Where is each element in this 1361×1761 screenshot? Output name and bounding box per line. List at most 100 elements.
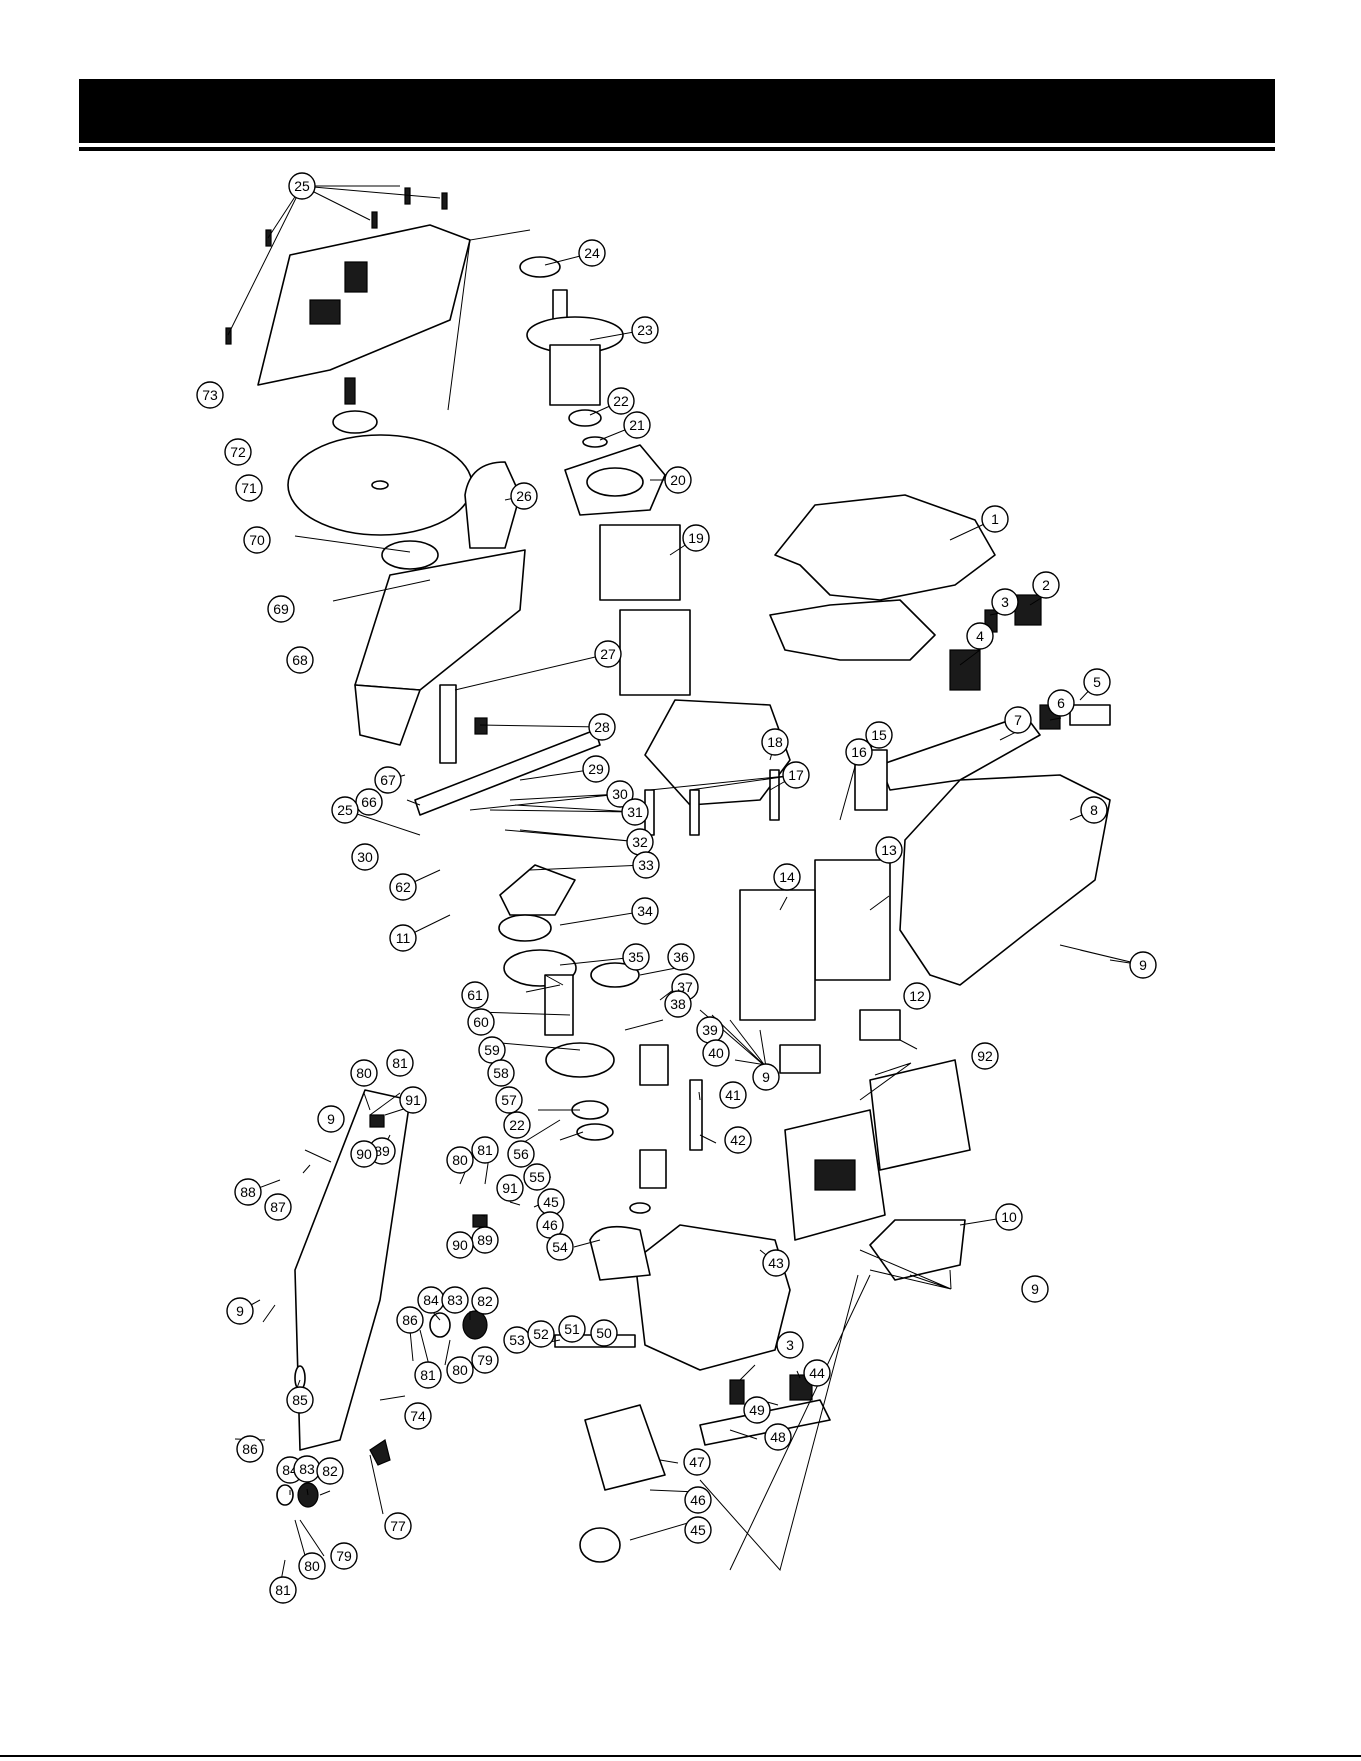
callout-62[interactable]: 62	[389, 873, 417, 901]
callout-72[interactable]: 72	[224, 438, 252, 466]
callout-81-c[interactable]: 81	[414, 1361, 442, 1389]
callout-16[interactable]: 16	[845, 738, 873, 766]
callout-41[interactable]: 41	[719, 1081, 747, 1109]
callout-86[interactable]: 86	[396, 1306, 424, 1334]
callout-3-lower[interactable]: 3	[776, 1331, 804, 1359]
callout-67[interactable]: 67	[374, 766, 402, 794]
callout-82-b[interactable]: 82	[316, 1457, 344, 1485]
callout-91[interactable]: 91	[399, 1086, 427, 1114]
callout-73[interactable]: 73	[196, 381, 224, 409]
callout-9-battery[interactable]: 9	[1021, 1275, 1049, 1303]
callout-32[interactable]: 32	[626, 828, 654, 856]
callout-39[interactable]: 39	[696, 1016, 724, 1044]
callout-9-left[interactable]: 9	[317, 1105, 345, 1133]
callout-69[interactable]: 69	[267, 595, 295, 623]
callout-8[interactable]: 8	[1080, 796, 1108, 824]
callout-9-right[interactable]: 9	[1129, 951, 1157, 979]
callout-14[interactable]: 14	[773, 863, 801, 891]
callout-68[interactable]: 68	[286, 646, 314, 674]
callout-20[interactable]: 20	[664, 466, 692, 494]
callout-33[interactable]: 33	[632, 851, 660, 879]
callout-49[interactable]: 49	[743, 1396, 771, 1424]
callout-25[interactable]: 25	[288, 172, 316, 200]
callout-70[interactable]: 70	[243, 526, 271, 554]
callout-30[interactable]: 30	[606, 780, 634, 808]
callout-52[interactable]: 52	[527, 1320, 555, 1348]
callout-19[interactable]: 19	[682, 524, 710, 552]
callout-26[interactable]: 26	[510, 482, 538, 510]
callout-9-center[interactable]: 9	[752, 1063, 780, 1091]
callout-48[interactable]: 48	[764, 1423, 792, 1451]
callout-40[interactable]: 40	[702, 1039, 730, 1067]
callout-79-b[interactable]: 79	[330, 1542, 358, 1570]
callout-88[interactable]: 88	[234, 1178, 262, 1206]
callout-4[interactable]: 4	[966, 622, 994, 650]
callout-21[interactable]: 21	[623, 411, 651, 439]
callout-7[interactable]: 7	[1004, 706, 1032, 734]
callout-82[interactable]: 82	[471, 1287, 499, 1315]
callout-43[interactable]: 43	[762, 1249, 790, 1277]
callout-31[interactable]: 31	[621, 798, 649, 826]
callout-1[interactable]: 1	[981, 505, 1009, 533]
callout-45[interactable]: 45	[537, 1188, 565, 1216]
callout-13[interactable]: 13	[875, 836, 903, 864]
callout-80-b[interactable]: 80	[446, 1146, 474, 1174]
callout-80[interactable]: 80	[350, 1059, 378, 1087]
callout-81-b[interactable]: 81	[471, 1136, 499, 1164]
callout-50[interactable]: 50	[590, 1319, 618, 1347]
callout-12[interactable]: 12	[903, 982, 931, 1010]
callout-91-b[interactable]: 91	[496, 1174, 524, 1202]
callout-46[interactable]: 46	[536, 1211, 564, 1239]
callout-74[interactable]: 74	[404, 1402, 432, 1430]
callout-38[interactable]: 38	[664, 990, 692, 1018]
callout-79[interactable]: 79	[471, 1346, 499, 1374]
callout-81[interactable]: 81	[386, 1049, 414, 1077]
callout-84[interactable]: 84	[417, 1286, 445, 1314]
callout-83-b[interactable]: 83	[293, 1455, 321, 1483]
callout-30-lower[interactable]: 30	[351, 843, 379, 871]
callout-5[interactable]: 5	[1083, 668, 1111, 696]
callout-83[interactable]: 83	[441, 1286, 469, 1314]
callout-71[interactable]: 71	[235, 474, 263, 502]
callout-61[interactable]: 61	[461, 981, 489, 1009]
callout-35[interactable]: 35	[622, 943, 650, 971]
callout-60[interactable]: 60	[467, 1008, 495, 1036]
callout-46-b[interactable]: 46	[684, 1486, 712, 1514]
callout-29[interactable]: 29	[582, 755, 610, 783]
callout-55[interactable]: 55	[523, 1163, 551, 1191]
callout-54[interactable]: 54	[546, 1233, 574, 1261]
callout-59[interactable]: 59	[478, 1036, 506, 1064]
callout-11[interactable]: 11	[389, 924, 417, 952]
callout-56[interactable]: 56	[507, 1140, 535, 1168]
callout-80-c[interactable]: 80	[446, 1356, 474, 1384]
callout-6[interactable]: 6	[1047, 689, 1075, 717]
callout-22[interactable]: 22	[607, 387, 635, 415]
callout-90-b[interactable]: 90	[446, 1231, 474, 1259]
callout-2[interactable]: 2	[1032, 571, 1060, 599]
callout-28[interactable]: 28	[588, 713, 616, 741]
callout-77[interactable]: 77	[384, 1512, 412, 1540]
callout-92[interactable]: 92	[971, 1042, 999, 1070]
callout-66[interactable]: 66	[355, 788, 383, 816]
callout-18[interactable]: 18	[761, 728, 789, 756]
callout-80-d[interactable]: 80	[298, 1552, 326, 1580]
callout-81-d[interactable]: 81	[269, 1576, 297, 1604]
callout-45-b[interactable]: 45	[684, 1516, 712, 1544]
callout-47[interactable]: 47	[683, 1448, 711, 1476]
callout-10[interactable]: 10	[995, 1203, 1023, 1231]
callout-22-lower[interactable]: 22	[503, 1111, 531, 1139]
callout-89-b[interactable]: 89	[471, 1226, 499, 1254]
callout-44[interactable]: 44	[803, 1359, 831, 1387]
callout-9-base[interactable]: 9	[226, 1297, 254, 1325]
callout-17[interactable]: 17	[782, 761, 810, 789]
callout-53[interactable]: 53	[503, 1326, 531, 1354]
callout-57[interactable]: 57	[495, 1086, 523, 1114]
callout-25-lower[interactable]: 25	[331, 796, 359, 824]
callout-87[interactable]: 87	[264, 1193, 292, 1221]
callout-23[interactable]: 23	[631, 316, 659, 344]
callout-42[interactable]: 42	[724, 1126, 752, 1154]
callout-90[interactable]: 90	[350, 1140, 378, 1168]
callout-51[interactable]: 51	[558, 1315, 586, 1343]
callout-85[interactable]: 85	[286, 1386, 314, 1414]
callout-86-b[interactable]: 86	[236, 1435, 264, 1463]
